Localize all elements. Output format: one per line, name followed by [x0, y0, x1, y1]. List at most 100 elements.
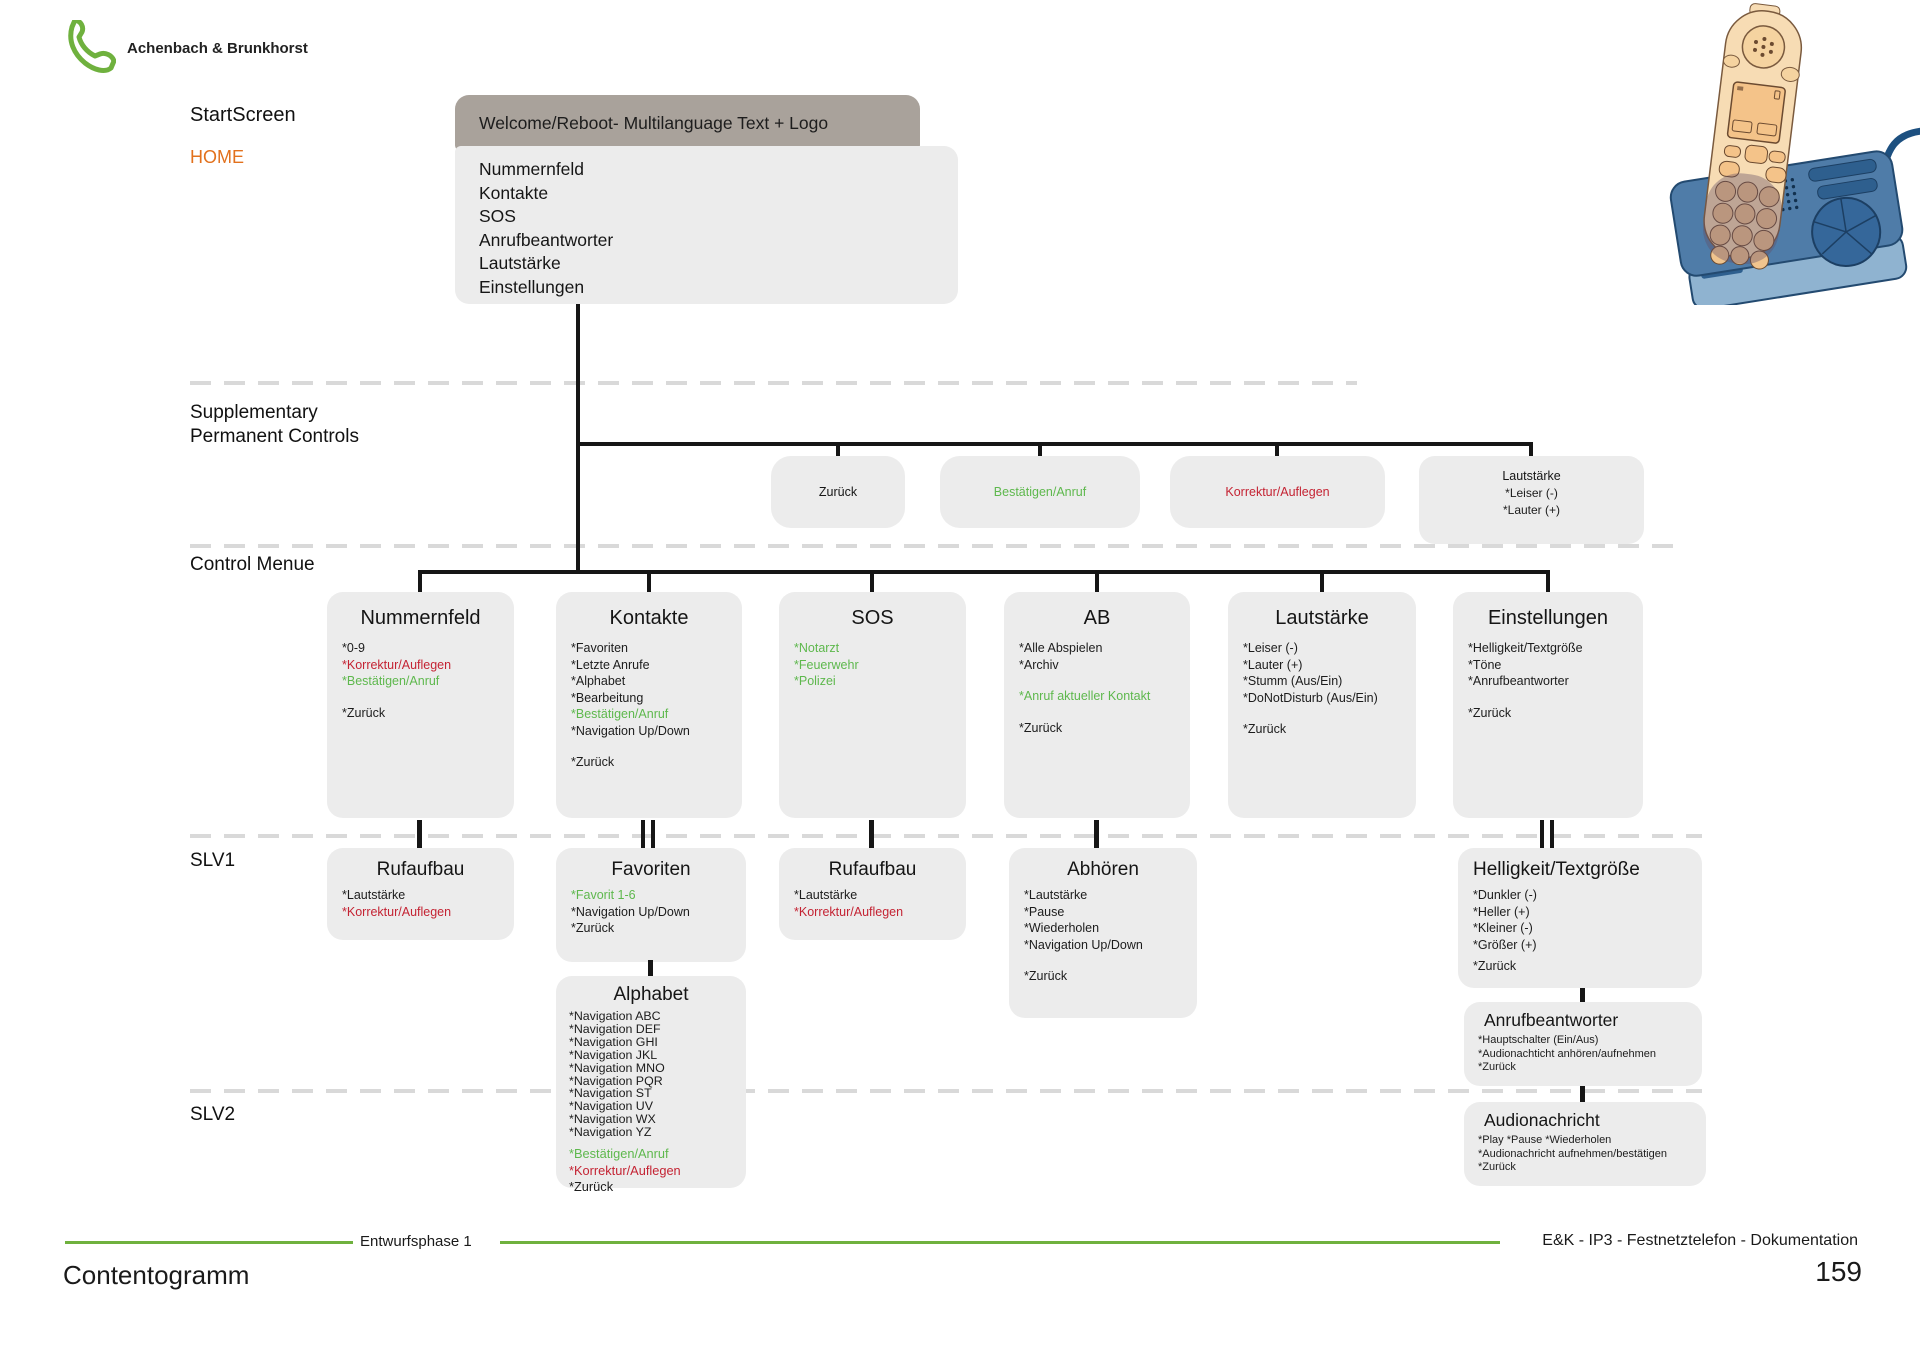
- button-zurueck: Zurück: [771, 456, 905, 528]
- connector-drop-nummernfeld: [418, 574, 422, 592]
- control-box-nummernfeld: Nummernfeld*0-9*Korrektur/Auflegen*Bestä…: [327, 592, 514, 818]
- menu-item: *Kleiner (-): [1473, 921, 1533, 935]
- menu-item: *Leiser (-): [1505, 486, 1558, 500]
- box-title: Einstellungen: [1487, 607, 1609, 629]
- menu-gap: [556, 739, 742, 754]
- menu-item: *Zurück: [1019, 720, 1063, 735]
- box-title: Nummernfeld: [360, 607, 481, 629]
- menu-item: *Feuerwehr: [794, 657, 859, 672]
- menu-item: *Lautstärke: [1024, 888, 1088, 902]
- menu-item: *Navigation ABC: [569, 1009, 661, 1023]
- control-box-sos: SOS*Notarzt*Feuerwehr*Polizei: [779, 592, 966, 818]
- menu-item: *0-9: [342, 641, 365, 655]
- menu-item: *Zurück: [569, 1179, 614, 1195]
- slv1-box-rufaufbau-sos: Rufaufbau*Lautstärke*Korrektur/Auflegen: [779, 848, 966, 940]
- menu-item: *Letzte Anrufe: [571, 657, 650, 672]
- menu-item: *Notarzt: [794, 641, 840, 655]
- box-title: Rufaufbau: [828, 859, 917, 880]
- menu-gap: [1004, 673, 1190, 688]
- cordless-phone-illustration: [1669, 3, 1920, 305]
- menu-item: *Navigation YZ: [569, 1125, 652, 1140]
- menu-gap: [1453, 690, 1643, 705]
- phone-handset-icon: [68, 20, 116, 73]
- menu-item: *Lauter (+): [1243, 657, 1303, 672]
- start-screen-item: Lautstärke: [479, 253, 561, 274]
- footer-rule-left: [65, 1241, 353, 1244]
- menu-item: *Heller (+): [1473, 904, 1530, 919]
- connector-drop-einstellungen: [1546, 574, 1550, 592]
- connector-drop-lautstaerke: [1320, 574, 1324, 592]
- menu-item: *Zurück: [1024, 969, 1068, 983]
- menu-item: *Favoriten: [571, 641, 628, 655]
- control-box-ab: AB*Alle Abspielen*Archiv*Anruf aktueller…: [1004, 592, 1190, 818]
- tick-sos-rufaufbau: [869, 820, 874, 848]
- label-supplementary-2: Permanent Controls: [190, 426, 359, 447]
- box-title: Anrufbeantworter: [1484, 1010, 1619, 1030]
- menu-item: *Anrufbeantworter: [1468, 674, 1569, 688]
- button-bestaetigen-anruf: Bestätigen/Anruf: [940, 456, 1140, 528]
- button-korrektur-auflegen: Korrektur/Auflegen: [1170, 456, 1385, 528]
- menu-item: *Navigation Up/Down: [571, 904, 690, 919]
- connector-drop-volume: [1529, 446, 1533, 458]
- dashed-separator-3: [190, 834, 1702, 838]
- label-home: HOME: [190, 147, 244, 167]
- control-box-einstellungen: Einstellungen*Helligkeit/Textgröße*Töne*…: [1453, 592, 1643, 818]
- box-title: SOS: [851, 607, 894, 629]
- menu-item: *Lautstärke: [794, 888, 858, 902]
- label-slv1: SLV1: [190, 850, 236, 871]
- menu-item: *Zurück: [1473, 959, 1517, 973]
- menu-item: *Töne: [1468, 657, 1502, 672]
- menu-item: *Navigation JKL: [569, 1047, 658, 1062]
- menu-gap: [1228, 706, 1416, 721]
- menu-gap: [1009, 953, 1197, 968]
- menu-item: *Zurück: [571, 921, 615, 935]
- tick-kontakte-favoriten-b: [651, 820, 655, 848]
- box-supplementary-lautstaerke: Lautstärke*Leiser (-)*Lauter (+): [1419, 456, 1644, 544]
- connector-drop-zurueck: [836, 446, 840, 458]
- menu-item: *Korrektur/Auflegen: [342, 904, 452, 919]
- menu-item: *Bestätigen/Anruf: [571, 707, 669, 721]
- start-screen-item: SOS: [479, 206, 516, 227]
- footer-rule-right: [500, 1241, 1500, 1244]
- menu-item: *Bestätigen/Anruf: [569, 1146, 669, 1162]
- box-title: Lautstärke: [1275, 607, 1369, 629]
- tick-favoriten-alphabet: [648, 960, 653, 976]
- menu-item: *Anruf aktueller Kontakt: [1019, 689, 1151, 703]
- connector-drop-kontakte: [647, 574, 651, 592]
- menu-item: *Zurück: [1478, 1061, 1516, 1074]
- menu-item: *Alle Abspielen: [1019, 641, 1103, 655]
- startscreen-header: Welcome/Reboot- Multilanguage Text + Log…: [455, 95, 920, 151]
- tick-einstellungen-helligkeit-a: [1540, 820, 1544, 848]
- slv1-box-rufaufbau-nummernfeld: Rufaufbau*Lautstärke*Korrektur/Auflegen: [327, 848, 514, 940]
- slv1-box-favoriten: Favoriten*Favorit 1-6*Navigation Up/Down…: [556, 848, 746, 962]
- menu-item: *Navigation Up/Down: [571, 723, 690, 738]
- tick-helligkeit-anrufbeantworter: [1580, 988, 1585, 1002]
- box-title: Lautstärke: [1502, 469, 1561, 483]
- menu-item: *Korrektur/Auflegen: [569, 1162, 681, 1178]
- slv1-box-abhoeren: Abhören*Lautstärke*Pause*Wiederholen*Nav…: [1009, 848, 1197, 1018]
- connector-drop-bestaetigen: [1038, 446, 1042, 458]
- connector-supplementary-bar: [576, 442, 1533, 446]
- footer-document-title: E&K - IP3 - Festnetztelefon - Dokumentat…: [1542, 1232, 1858, 1249]
- tick-ab-abhoeren: [1094, 820, 1099, 848]
- menu-item: *Zurück: [342, 705, 386, 720]
- dashed-separator-1: [190, 381, 1357, 385]
- menu-item: *Lautstärke: [342, 888, 406, 902]
- box-title: Kontakte: [609, 607, 689, 629]
- box-title: Audionachricht: [1484, 1110, 1600, 1130]
- connector-drop-sos: [870, 574, 874, 592]
- menu-item: *Navigation PQR: [569, 1073, 663, 1088]
- brand-name: Achenbach & Brunkhorst: [127, 40, 308, 57]
- tick-einstellungen-helligkeit-b: [1550, 820, 1554, 848]
- menu-item: *Audionachricht aufnehmen/bestätigen: [1478, 1147, 1667, 1160]
- connector-drop-ab: [1095, 574, 1099, 592]
- handset: [1703, 3, 1803, 270]
- menu-item: *Navigation Up/Down: [1024, 937, 1143, 952]
- label-startscreen: StartScreen: [190, 104, 296, 126]
- menu-item: *Navigation MNO: [569, 1060, 665, 1075]
- menu-item: *Favorit 1-6: [571, 888, 636, 902]
- box-title: AB: [1083, 607, 1111, 629]
- tick-nummernfeld-rufaufbau: [417, 820, 422, 848]
- footer-phase: Entwurfsphase 1: [360, 1233, 472, 1250]
